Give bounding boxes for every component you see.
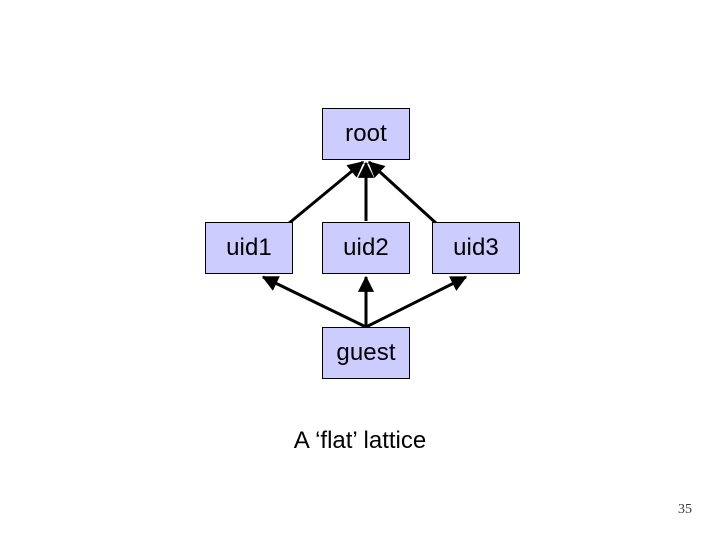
node-uid3-label: uid3 bbox=[453, 234, 499, 261]
edge-uid1-root bbox=[287, 160, 364, 226]
edge-guest-uid3 bbox=[365, 275, 468, 329]
page-number: 35 bbox=[678, 502, 692, 517]
node-root[interactable]: root bbox=[322, 108, 410, 160]
node-guest-label: guest bbox=[336, 339, 396, 366]
node-uid1-label: uid1 bbox=[226, 234, 272, 261]
node-uid1[interactable]: uid1 bbox=[205, 222, 293, 274]
node-root-label: root bbox=[345, 120, 387, 147]
diagram-caption: A ‘flat’ lattice bbox=[293, 427, 427, 454]
node-uid2-label: uid2 bbox=[343, 234, 389, 261]
node-uid2[interactable]: uid2 bbox=[322, 222, 410, 274]
edge-guest-uid1 bbox=[261, 275, 367, 329]
edge-uid3-root bbox=[367, 160, 439, 226]
node-uid3[interactable]: uid3 bbox=[432, 222, 520, 274]
node-guest[interactable]: guest bbox=[322, 327, 410, 379]
